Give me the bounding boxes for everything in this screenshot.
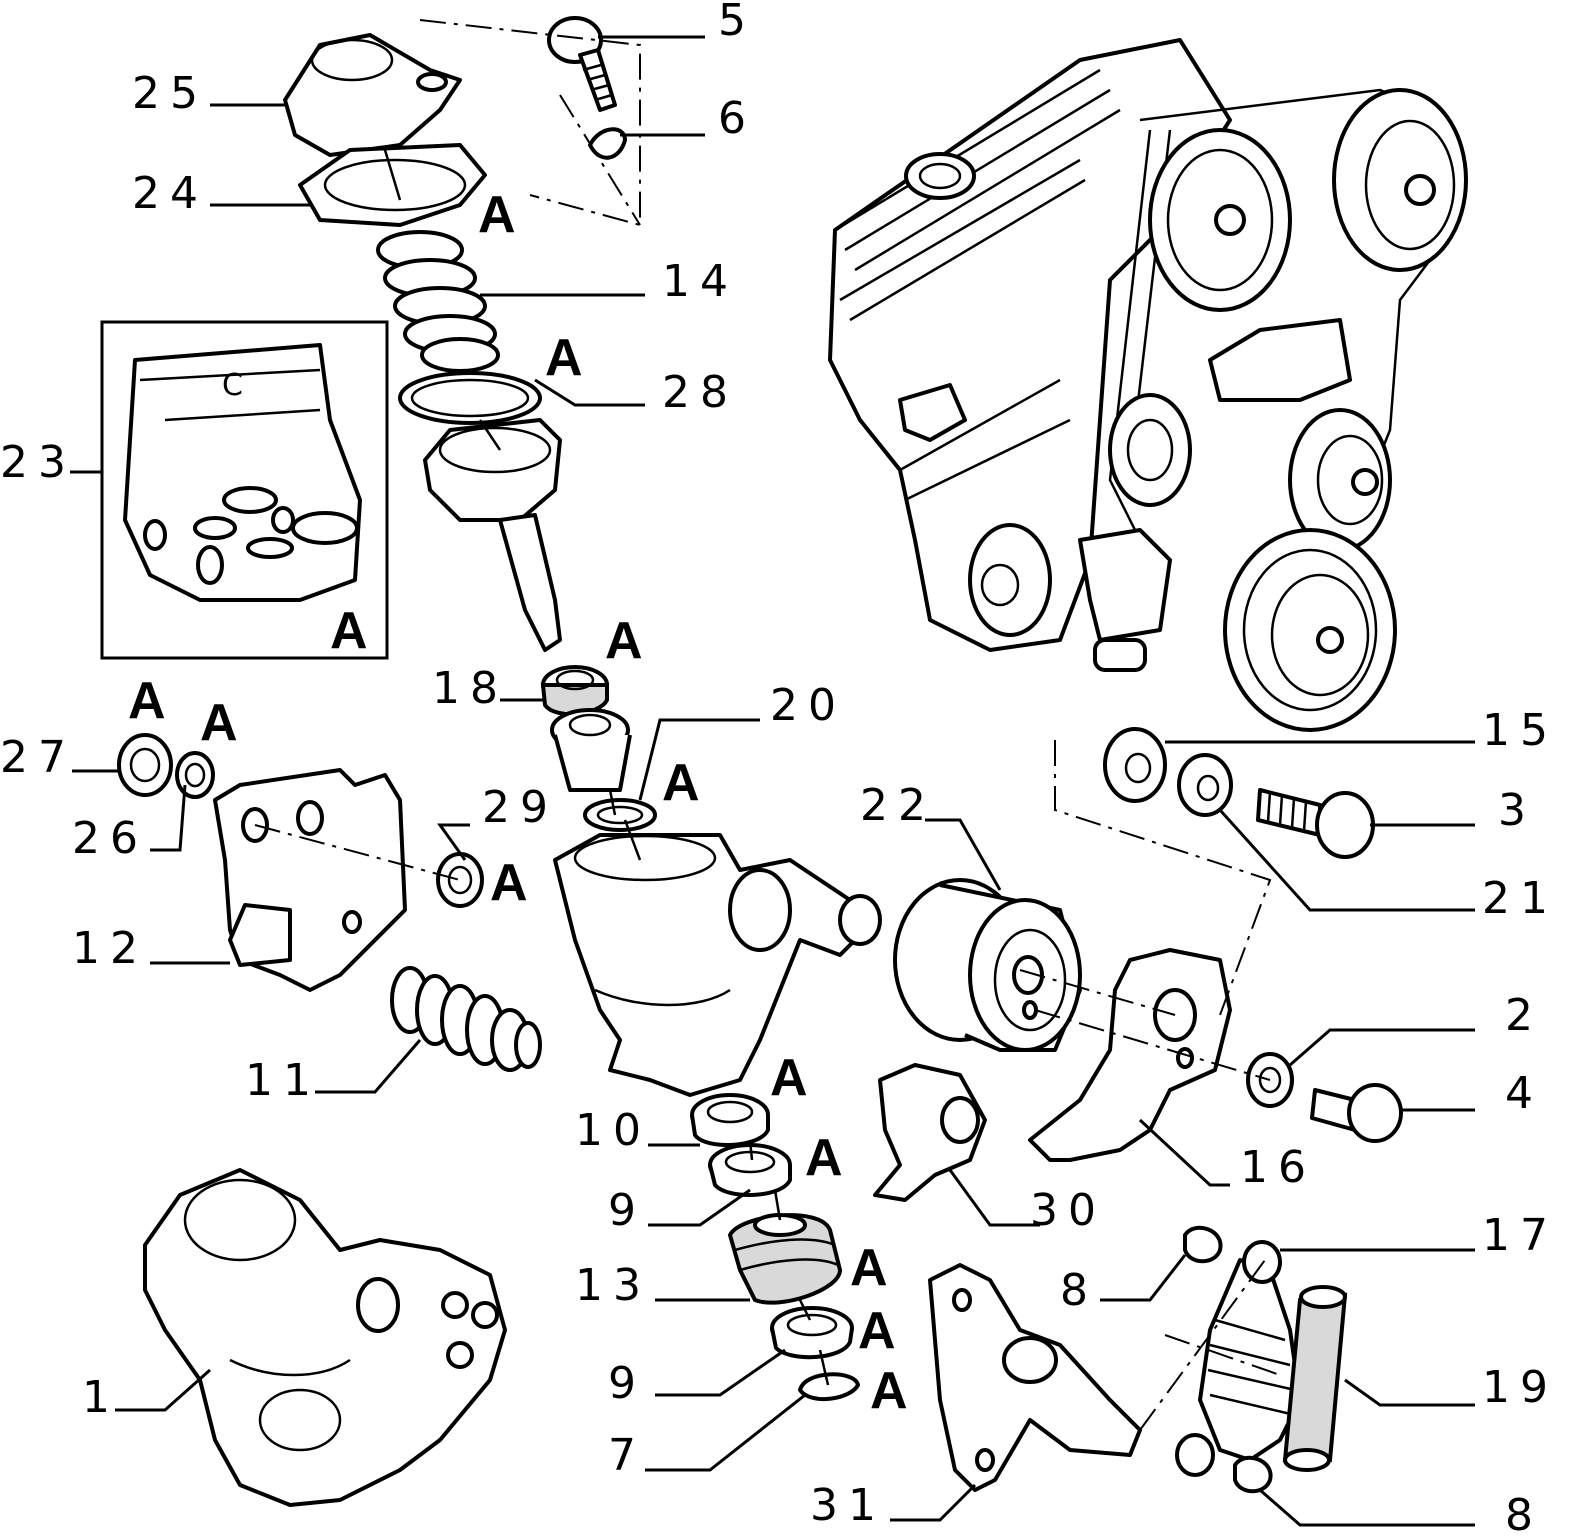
callout-19: 19 [1482,1362,1558,1413]
callout-12: 12 [72,923,148,974]
part-30-small-tensioner [873,1063,987,1202]
valve-sleeve [550,708,632,792]
kit-marker-18: A [605,612,643,670]
callout-26: 26 [72,813,148,864]
callout-10: 10 [575,1105,651,1156]
callout-17: 17 [1482,1210,1558,1261]
callout-2: 2 [1505,990,1543,1041]
part-9-bushing-lower [770,1306,854,1360]
part-7-clip [798,1372,860,1402]
kit-markers: A A A A A A A A A A A A A [128,186,908,1420]
callout-30: 30 [1030,1185,1106,1236]
callout-25: 25 [132,68,208,119]
kit-marker-28: A [545,329,583,387]
kit-marker-26: A [200,694,238,752]
callout-22: 22 [860,780,936,831]
callout-27: 27 [0,732,76,783]
callout-6: 6 [718,93,756,144]
part-13-boot [727,1213,843,1305]
kit-marker-29: A [490,854,528,912]
callout-8-lower: 8 [1505,1490,1543,1539]
callout-31: 31 [810,1480,886,1531]
kit-marker-9-lower: A [858,1302,896,1360]
part-14-spring [376,230,500,373]
callout-11: 11 [245,1055,321,1106]
part-22-pulley [893,878,1082,1052]
part-17-damper [1175,1240,1302,1477]
callout-29: 29 [482,782,558,833]
part-9-bushing-upper [708,1143,792,1197]
kit-marker-box: A [330,602,368,660]
kit-box-letter: C [222,368,243,403]
part-24-gasket [298,143,487,227]
callout-7: 7 [608,1430,646,1481]
callout-3: 3 [1498,785,1536,836]
callout-9-upper: 9 [608,1185,646,1236]
callout-18: 18 [432,663,508,714]
part-8-clip-lower [1233,1455,1273,1494]
callout-13: 13 [575,1260,651,1311]
callout-20: 20 [770,680,846,731]
kit-marker-20: A [662,754,700,812]
callout-5: 5 [718,0,756,46]
part-8-clip-upper [1183,1225,1223,1264]
kit-marker-7: A [870,1362,908,1420]
kit-marker-13: A [850,1239,888,1297]
kit-marker-9-upper: A [805,1129,843,1187]
callout-24: 24 [132,168,208,219]
part-26-washer [175,751,215,799]
part-29-washer [436,852,484,908]
part-1-actuator-assembly [143,1168,507,1507]
part-12-cover-plate [213,768,407,992]
part-18-bushing [540,665,609,717]
callout-9-lower: 9 [608,1358,646,1409]
part-15-washer [1103,727,1167,803]
kit-marker-10: A [770,1049,808,1107]
callout-1: 1 [82,1372,120,1423]
callout-4: 4 [1505,1068,1543,1119]
leader-lines [70,35,1475,1527]
part-4-bolt [1310,1083,1403,1143]
part-6-washer [588,127,627,160]
kit-marker-24: A [478,186,516,244]
part-28-o-ring [398,371,542,425]
part-25-cover [283,33,462,157]
engine-assembly-drawing [828,38,1468,732]
callout-28: 28 [662,367,738,418]
callout-16: 16 [1240,1142,1316,1193]
part-27-washer [117,733,173,797]
part-10-bushing [690,1093,770,1147]
callout-21: 21 [1482,873,1558,924]
part-23-kit-box: C [100,320,389,660]
actuator-body [553,833,882,1097]
callout-23: 23 [0,437,76,488]
part-20-seal [583,798,657,832]
callout-14: 14 [662,256,738,307]
kit-marker-27: A [128,672,166,730]
part-31-bracket [928,1263,1142,1492]
part-21-washer [1177,753,1233,817]
diaphragm-piston [423,418,562,652]
callout-15: 15 [1482,705,1558,756]
part-16-tensioner-arm [1028,948,1232,1162]
callout-8-upper: 8 [1060,1265,1098,1316]
part-3-bolt [1256,788,1375,859]
part-19-sleeve [1282,1285,1348,1472]
part-11-spring [390,966,542,1072]
part-5-screw [547,16,617,112]
